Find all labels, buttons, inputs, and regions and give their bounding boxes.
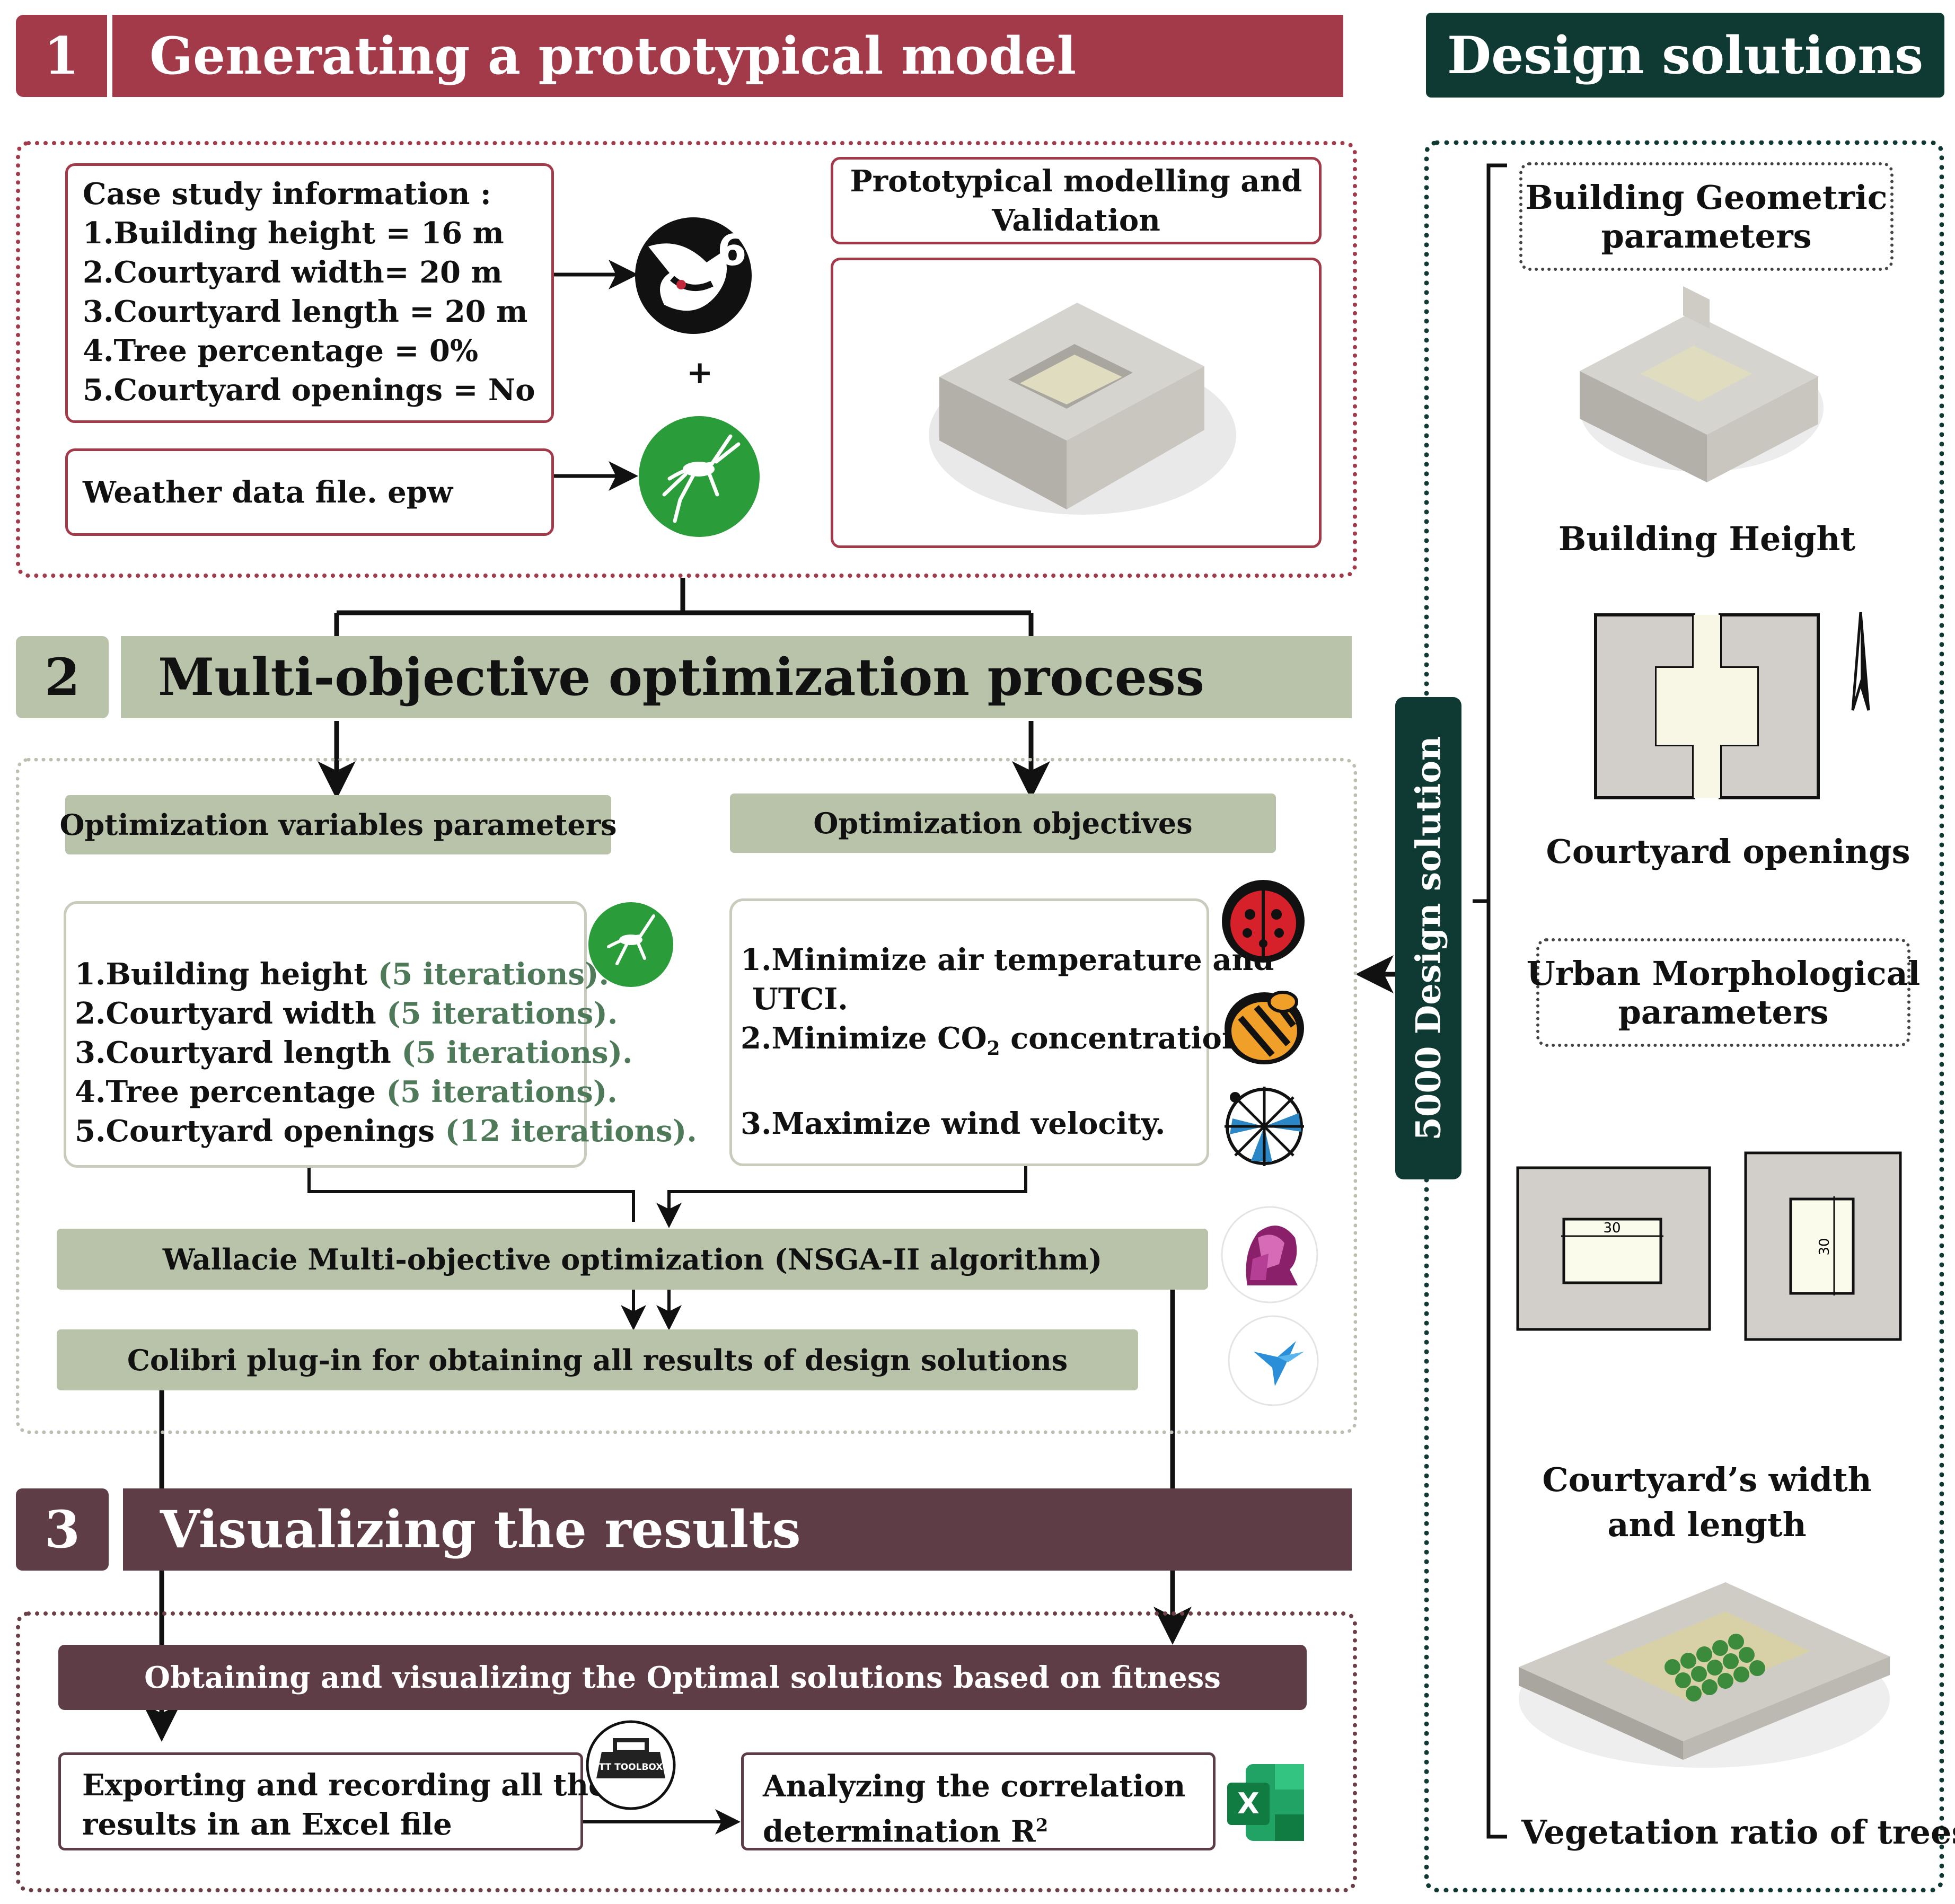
length-dimension: 30 [1817,1238,1833,1255]
excel-letter: X [1237,1787,1260,1820]
prototypical-title-line1: Prototypical modelling and [850,163,1302,199]
objective-1-line2: UTCI. [752,982,848,1017]
building-height-label: Building Height [1558,519,1856,558]
export-line1: Exporting and recording all the [82,1768,607,1803]
grasshopper-small-icon [588,902,673,987]
geometric-params-box: Building Geometric parameters [1519,162,1894,271]
colibri-bar: Colibri plug-in for obtaining all result… [57,1329,1138,1390]
toolbox-icon: TT TOOLBOX [586,1720,676,1810]
courtyard-width-plan: 30 [1516,1166,1711,1331]
analyze-box: Analyzing the correlation determination … [741,1752,1216,1850]
objectives-header: Optimization objectives [730,794,1276,853]
vegetation-model [1519,1582,1890,1768]
objective-1-line1: 1.Minimize air temperature and [741,942,1274,977]
section2-panel [16,758,1357,1434]
courtyard-width-label-1: Courtyard’s width [1542,1460,1872,1499]
svg-text:6: 6 [717,226,747,275]
design-title: Design solutions [1426,13,1944,98]
vegetation-label: Vegetation ratio of trees [1521,1813,1955,1852]
toolbox-label: TT TOOLBOX [599,1762,663,1773]
morph-line1: Urban Morphological [1526,954,1921,993]
objective-2: 2.Minimize CO2 concentration. [741,1021,1254,1060]
optimal-solutions-bar: Obtaining and visualizing the Optimal so… [58,1645,1307,1710]
prototypical-title-line2: Validation [992,202,1160,238]
weather-label: Weather data file. epw [83,474,453,510]
courtyard-model-3d [929,303,1236,515]
section2-title: Multi-objective optimization process [121,636,1352,718]
excel-icon: X [1227,1764,1304,1841]
geometric-line1: Building Geometric [1525,178,1888,217]
width-dimension: 30 [1603,1220,1621,1236]
objectives-box: 1.Minimize air temperature and UTCI. 2.M… [729,898,1274,1166]
analyze-line2: determination R2 [763,1814,1049,1849]
analyze-line1: Analyzing the correlation [763,1769,1186,1804]
colibri-icon [1228,1315,1319,1406]
morphological-params-box: Urban Morphological parameters [1527,938,1920,1047]
wallacei-icon [1221,1206,1318,1303]
honeybee-icon [1225,991,1304,1064]
variable-row-3: 3.Courtyard length (5 iterations). [75,1035,633,1070]
section1-title: Generating a prototypical model [112,15,1343,97]
courtyard-width-label-2: and length [1607,1505,1807,1544]
prototype-model-box [831,258,1322,548]
ladybug-icon [1222,880,1305,963]
export-line2: results in an Excel file [82,1807,452,1842]
case-item-5: 5.Courtyard openings = No [83,373,535,408]
case-item-1: 1.Building height = 16 m [83,216,504,251]
windrose-icon [1225,1087,1304,1166]
design-count-label: 5000 Design solution [1408,736,1448,1141]
weather-box: Weather data file. epw [65,448,554,536]
courtyard-length-plan: 30 [1744,1151,1902,1341]
case-item-4: 4.Tree percentage = 0% [83,333,479,368]
building-height-model [1580,286,1824,482]
section3-number: 3 [16,1488,109,1571]
design-bracket [1473,163,1507,1839]
wallacei-bar: Wallacie Multi-objective optimization (N… [57,1229,1208,1290]
morph-line2: parameters [1618,992,1829,1032]
prototypical-title-box: Prototypical modelling and Validation [831,157,1322,244]
geometric-line2: parameters [1601,216,1812,255]
section3-panel [16,1611,1357,1892]
courtyard-openings-label: Courtyard openings [1546,832,1910,871]
split-line-top [334,578,1034,636]
export-box: Exporting and recording all the results … [58,1752,607,1850]
grasshopper-icon [639,416,760,537]
variable-row-4: 4.Tree percentage (5 iterations). [75,1074,618,1109]
case-item-2: 2.Courtyard width= 20 m [83,255,503,290]
section1-panel [16,141,1357,578]
section2-number: 2 [16,636,109,718]
case-study-heading: Case study information : [83,177,491,211]
variable-row-2: 2.Courtyard width (5 iterations). [75,996,618,1031]
rhino-icon: 6 [635,217,752,334]
variable-row-5: 5.Courtyard openings (12 iterations). [75,1114,697,1149]
tree-canopy [1665,1634,1765,1702]
variables-box: 1.Building height (5 iterations). 2.Cour… [64,901,697,1168]
merge-lines [307,1166,1027,1222]
section1-number: 1 [16,15,107,97]
case-study-box: Case study information : 1.Building heig… [65,163,554,423]
case-item-3: 3.Courtyard length = 20 m [83,294,528,329]
north-arrow-icon [1851,612,1870,711]
plus-sign: + [686,354,714,391]
variables-header: Optimization variables parameters [59,795,617,854]
objective-3: 3.Maximize wind velocity. [741,1106,1166,1142]
section3-title: Visualizing the results [123,1488,1352,1571]
variable-row-1: 1.Building height (5 iterations). [75,957,609,992]
courtyard-openings-plan [1594,613,1820,799]
design-count-bar: 5000 Design solution [1395,697,1461,1179]
